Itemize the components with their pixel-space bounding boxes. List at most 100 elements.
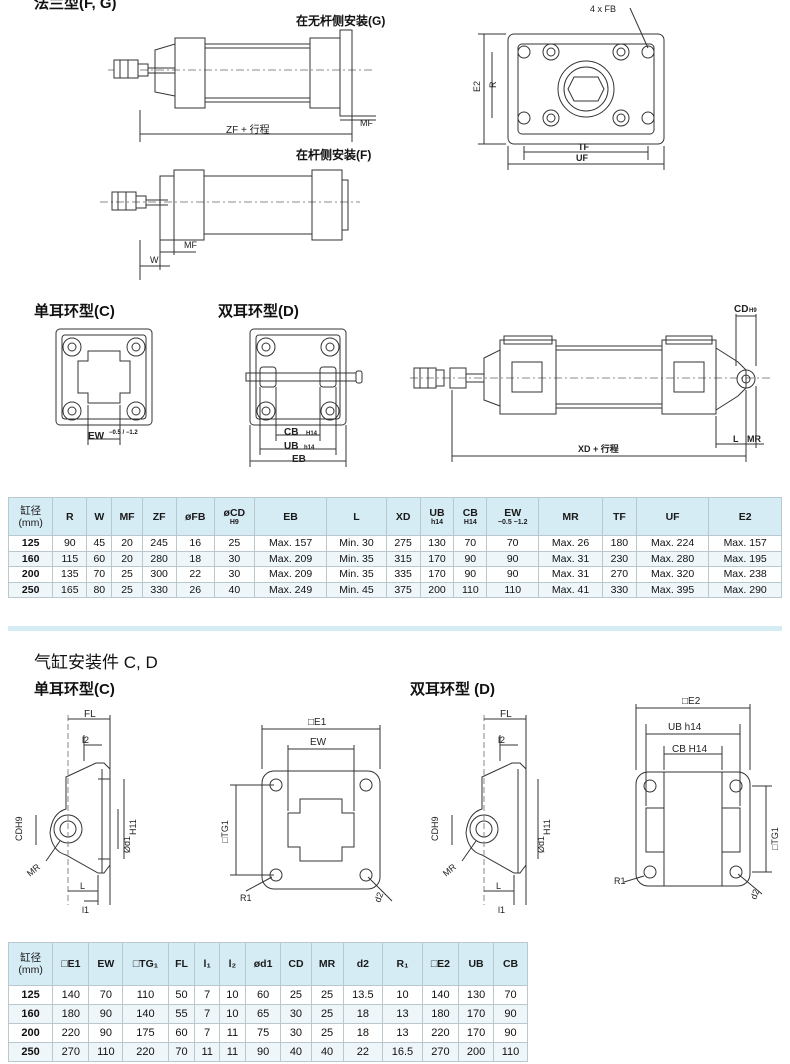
spec-table-main-col-header: TF xyxy=(601,497,637,536)
single-ear-part-title: 单耳环型(C) xyxy=(34,681,115,698)
table-cell: 70 xyxy=(493,985,528,1005)
dim-l-label: L xyxy=(733,434,739,444)
table-cell: 110 xyxy=(493,1042,528,1062)
dim-mf-label: MF xyxy=(360,118,373,128)
table-cell: 115 xyxy=(52,550,88,567)
table-cell: 65 xyxy=(244,1004,282,1024)
table-cell: Max. 41 xyxy=(538,581,603,598)
table-cell: 25 xyxy=(280,985,312,1005)
table-cell: 270 xyxy=(601,566,637,583)
table-cell: 110 xyxy=(453,581,488,598)
table-cell: 7 xyxy=(194,985,220,1005)
flange-front-view: 4 x FB E2 R TF UF xyxy=(472,4,665,170)
table-cell: 70 xyxy=(453,535,488,552)
table-cell: 140 xyxy=(122,1004,169,1024)
table-cell: Max. 238 xyxy=(708,566,782,583)
dim-ub-part-label: UB h14 xyxy=(668,722,702,733)
dim-w-label: W xyxy=(150,255,159,265)
table-cell: Max. 157 xyxy=(253,535,328,552)
dim-cb-part-label: CB H14 xyxy=(672,744,707,755)
table-cell: 375 xyxy=(385,581,421,598)
table-cell: 125 xyxy=(7,535,54,552)
dim-l1b-label: l1 xyxy=(498,905,505,915)
table-cell: 20 xyxy=(111,550,143,567)
spec-table-parts-col-header: CB xyxy=(493,942,528,986)
spec-table-main-col-header: EW−0.5 −1.2 xyxy=(486,497,540,536)
dim-cb-sub: H14 xyxy=(306,431,318,437)
table-cell: 60 xyxy=(244,985,282,1005)
table-cell: 40 xyxy=(310,1042,344,1062)
dim-r-label: R xyxy=(488,81,498,88)
single-ear-front: EW xyxy=(55,328,153,445)
table-cell: 80 xyxy=(86,581,113,598)
spec-table-main-col-header: R xyxy=(52,497,88,536)
table-cell: 18 xyxy=(175,550,215,567)
spec-table-parts-col-header: MR xyxy=(310,942,344,986)
dim-ew-tol: −0.5 / −1.2 xyxy=(109,430,138,436)
table-cell: 22 xyxy=(342,1042,384,1062)
table-cell: 220 xyxy=(52,1023,90,1043)
spec-table-parts-col-header: d2 xyxy=(342,942,384,986)
table-cell: 230 xyxy=(601,550,637,567)
table-cell: 170 xyxy=(458,1023,495,1043)
table-cell: 250 xyxy=(7,581,54,598)
double-ear-side: CD H9 XD + 行程 L MR xyxy=(410,304,770,462)
table-cell: 16.5 xyxy=(382,1042,423,1062)
table-cell: 20 xyxy=(111,535,143,552)
spec-table-parts-col-header: CD xyxy=(280,942,312,986)
table-cell: 10 xyxy=(218,985,246,1005)
table-cell: 70 xyxy=(486,535,540,552)
label-rodless-side: 在无杆侧安装(G) xyxy=(296,14,386,28)
table-cell: Max. 209 xyxy=(253,550,328,567)
table-cell: 140 xyxy=(52,985,90,1005)
table-cell: 160 xyxy=(7,550,54,567)
table-cell: 13 xyxy=(382,1004,423,1024)
table-cell: 70 xyxy=(88,985,124,1005)
table-cell: Max. 31 xyxy=(538,550,603,567)
dim-fl-label: FL xyxy=(84,709,96,720)
table-cell: Max. 26 xyxy=(538,535,603,552)
table-cell: 90 xyxy=(52,535,88,552)
dim-l-part-label: L xyxy=(80,881,85,891)
dim-cb-label: CB xyxy=(284,427,298,438)
table-cell: 110 xyxy=(122,985,169,1005)
table-cell: 10 xyxy=(382,985,423,1005)
table-cell: 90 xyxy=(453,550,488,567)
table-cell: 25 xyxy=(213,535,255,552)
table-cell: 90 xyxy=(486,566,540,583)
table-cell: Min. 30 xyxy=(326,535,387,552)
table-cell: Max. 31 xyxy=(538,566,603,583)
dim-r1b-label: R1 xyxy=(614,876,626,886)
table-cell: 280 xyxy=(141,550,177,567)
dim-fl2-label: FL xyxy=(500,709,512,720)
table-cell: 25 xyxy=(111,566,143,583)
spec-table-parts-col-header: UB xyxy=(458,942,495,986)
dim-od1b-label: Ød1 xyxy=(536,836,546,853)
spec-table-main-col-header: MF xyxy=(111,497,143,536)
table-cell: 170 xyxy=(419,550,455,567)
table-cell: 70 xyxy=(167,1042,196,1062)
table-cell: 250 xyxy=(7,1042,54,1062)
dim-l2b-label: l2 xyxy=(498,735,505,745)
dim-ub-sub: h14 xyxy=(304,445,315,451)
table-cell: 16 xyxy=(175,535,215,552)
dim-ew-label: EW xyxy=(88,431,105,442)
dim-mf2-label: MF xyxy=(184,240,197,250)
table-cell: 10 xyxy=(218,1004,246,1024)
spec-table-main-col-header: 缸径(mm) xyxy=(7,497,54,536)
table-cell: 13.5 xyxy=(342,985,384,1005)
table-cell: 25 xyxy=(310,985,344,1005)
spec-table-parts-col-header: R₁ xyxy=(382,942,423,986)
table-cell: Max. 157 xyxy=(708,535,782,552)
table-cell: 90 xyxy=(244,1042,282,1062)
table-cell: 180 xyxy=(601,535,637,552)
table-cell: 60 xyxy=(86,550,113,567)
